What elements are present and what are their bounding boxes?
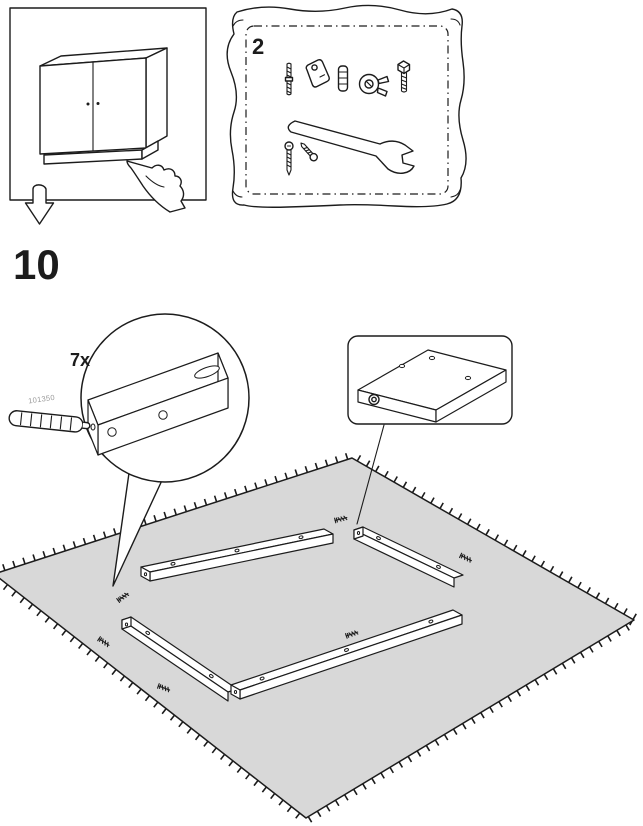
double-ended-screw-icon: [284, 62, 294, 96]
four-rails-layout: [121, 526, 464, 702]
rail-top: [140, 528, 334, 582]
ribbed-dowel-icon: [337, 65, 349, 92]
dashed-inner-border: [245, 25, 449, 195]
plinth-rail-with-holes-icon: [87, 352, 229, 456]
panel-corner-with-cam-hole-icon: [357, 349, 507, 423]
dowel-count-label: 7x: [70, 350, 90, 370]
flat-bracket-icon: [305, 59, 330, 88]
hardware-quantity: 2: [252, 34, 264, 59]
cam-lock-icon: [358, 73, 390, 97]
next-step-arrow-icon: [24, 184, 55, 225]
round-head-screw-icon: [284, 141, 294, 176]
pointing-hand-icon: [126, 160, 186, 213]
door-handle-right: [96, 102, 100, 105]
cabinet-with-plinth-icon: [39, 47, 168, 165]
cabinet-side-face: [145, 47, 168, 149]
plinth-side: [141, 140, 159, 160]
rug-with-fringe: [0, 450, 643, 826]
hex-bolt-icon: [397, 60, 411, 93]
open-end-wrench-icon: [287, 120, 415, 174]
step-number: 10: [13, 241, 60, 288]
panel-detail-callout: [347, 335, 513, 525]
door-handle-left: [86, 102, 90, 106]
part-number-label: 101350: [28, 393, 56, 406]
oval-slot: [194, 365, 220, 379]
dowel-hole-left: [107, 427, 117, 437]
rail-right: [353, 526, 464, 588]
page-corner-curls: [232, 18, 461, 198]
zoom-bubble: 7x 101350: [8, 313, 250, 587]
callout-leader-line: [356, 424, 385, 525]
hardware-box: 2: [226, 4, 467, 208]
rug-surface: [0, 457, 635, 819]
previous-step-panel: [9, 7, 207, 213]
rail-bottom: [230, 609, 463, 700]
angled-screw-icon: [300, 142, 318, 162]
dowel-hole-middle: [158, 410, 168, 420]
ribbed-dowel-tool-icon: [8, 410, 91, 433]
